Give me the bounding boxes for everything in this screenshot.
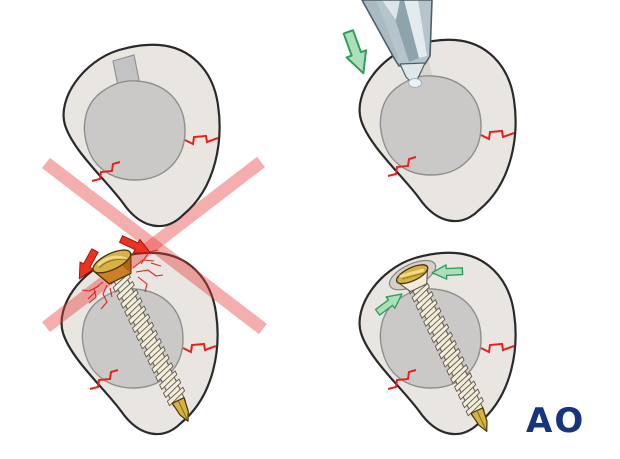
panel-top-right-bone xyxy=(358,38,517,223)
screw-incorrect xyxy=(92,249,207,430)
prohibition-cross-icon xyxy=(42,156,267,335)
medullary-canal xyxy=(379,75,482,176)
microfracture-cracks xyxy=(81,249,164,310)
green-arrow-icon xyxy=(337,27,375,78)
screw-countersunk-head xyxy=(395,264,429,293)
ao-logo: AO xyxy=(526,401,585,441)
panel-top-left-bone xyxy=(62,43,221,228)
medullary-canal xyxy=(83,80,186,181)
countersink-tool xyxy=(361,0,433,88)
screw-proud-head xyxy=(92,249,132,285)
screw-correct xyxy=(388,259,509,442)
